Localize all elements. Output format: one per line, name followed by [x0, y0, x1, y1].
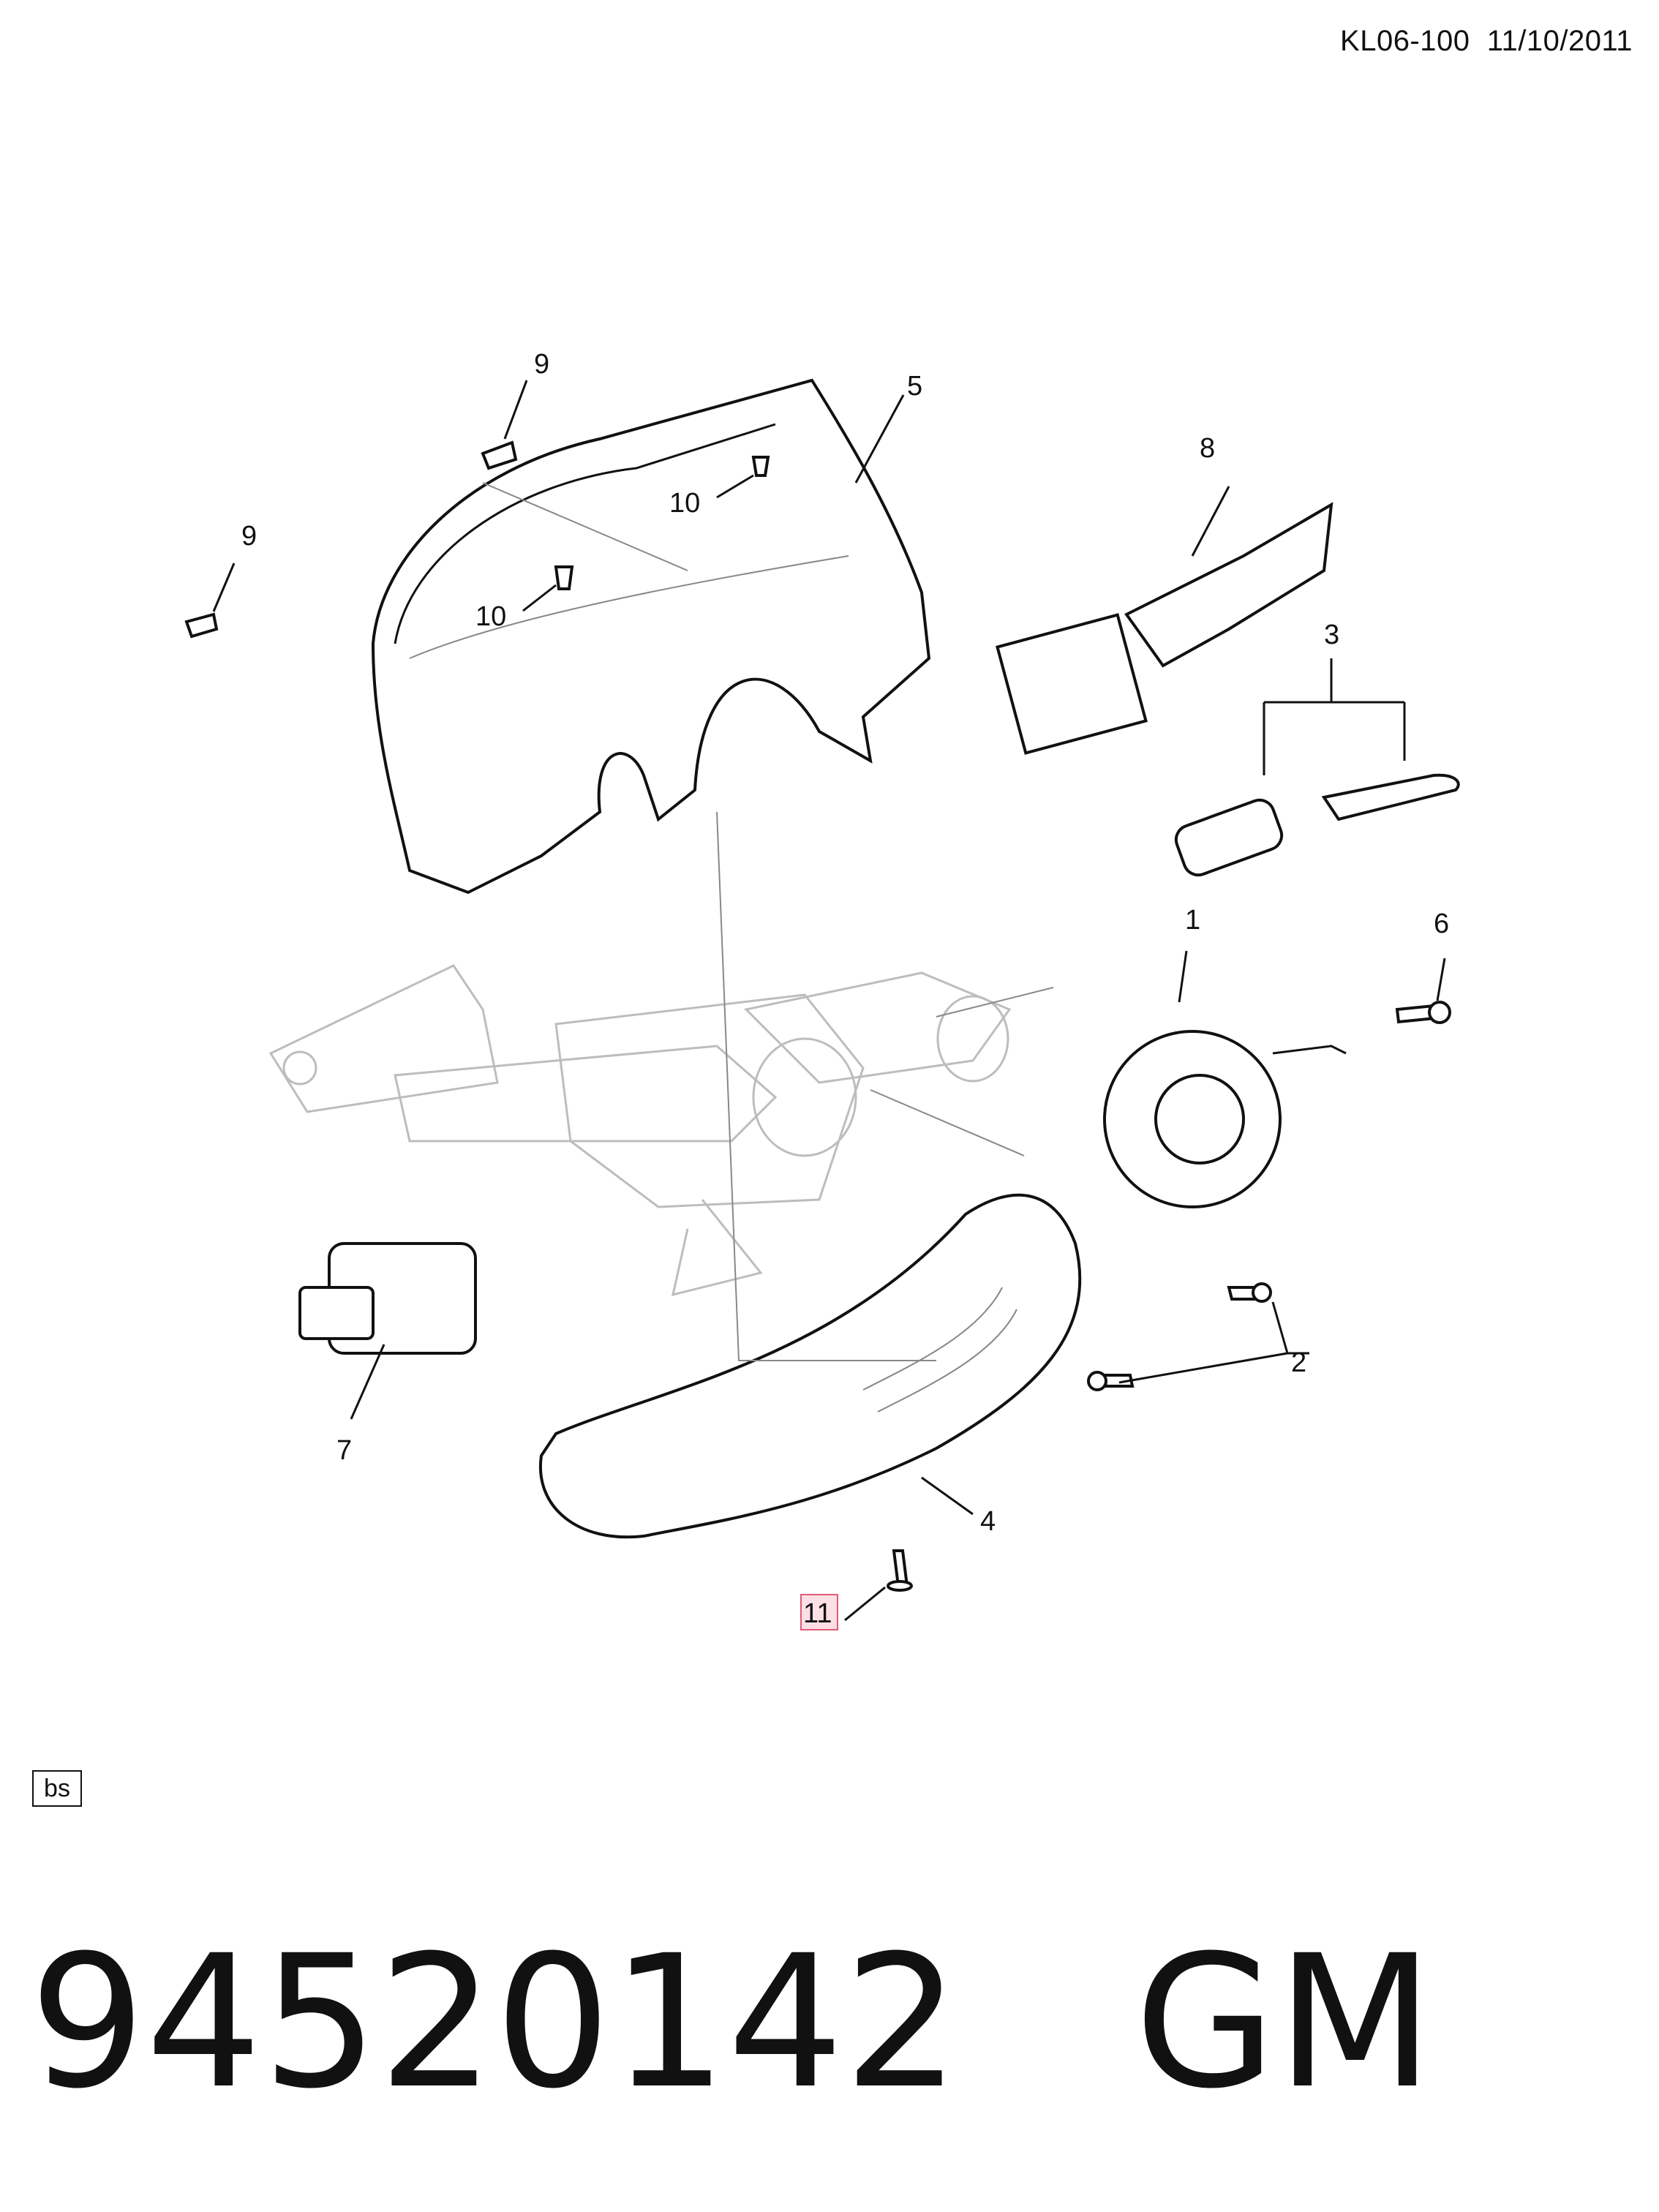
lock-cylinder-part-3	[1174, 773, 1460, 877]
callout-9-top: 9	[534, 349, 549, 380]
screw-part-11	[887, 1549, 913, 1592]
callout-11: 11	[803, 1598, 832, 1629]
steering-column-ghost	[268, 964, 1012, 1297]
leader-lines	[212, 380, 1446, 1622]
callout-4: 4	[980, 1506, 996, 1537]
callout-10-left: 10	[475, 601, 506, 632]
callout-6: 6	[1434, 908, 1449, 939]
part-number: 94520142	[29, 1916, 960, 2129]
turn-signal-switch-part-8	[996, 502, 1333, 755]
bolt-part-6	[1395, 1001, 1451, 1024]
lower-shroud-part-4	[538, 1193, 1082, 1539]
diagram-date: 11/10/2011	[1486, 25, 1633, 57]
upper-shroud-part-5	[371, 378, 931, 895]
brand-name: GM	[1134, 1916, 1434, 2129]
callout-8: 8	[1200, 433, 1215, 464]
callout-2: 2	[1291, 1347, 1306, 1378]
callout-10-right: 10	[669, 488, 700, 519]
callout-9-left: 9	[241, 521, 257, 552]
clip-part-9	[184, 440, 518, 639]
bs-badge: bs	[32, 1770, 82, 1807]
callout-1: 1	[1185, 905, 1200, 936]
footer-part-number: 94520142 GM	[29, 1931, 1434, 2114]
screw-part-2-lower	[1087, 1371, 1135, 1391]
callout-5: 5	[907, 371, 922, 402]
callout-3: 3	[1324, 620, 1339, 650]
screw-part-2-upper	[1227, 1282, 1272, 1303]
diagram-code: KL06-100	[1340, 25, 1470, 57]
clockspring-part-1	[1103, 1030, 1347, 1208]
callout-7: 7	[336, 1435, 352, 1466]
highlight-box-callout-11	[800, 1594, 838, 1630]
retainer-part-10	[554, 456, 770, 590]
ignition-switch-part-7	[298, 1242, 477, 1355]
diagram-header: KL06-100 11/10/2011	[1340, 25, 1633, 58]
